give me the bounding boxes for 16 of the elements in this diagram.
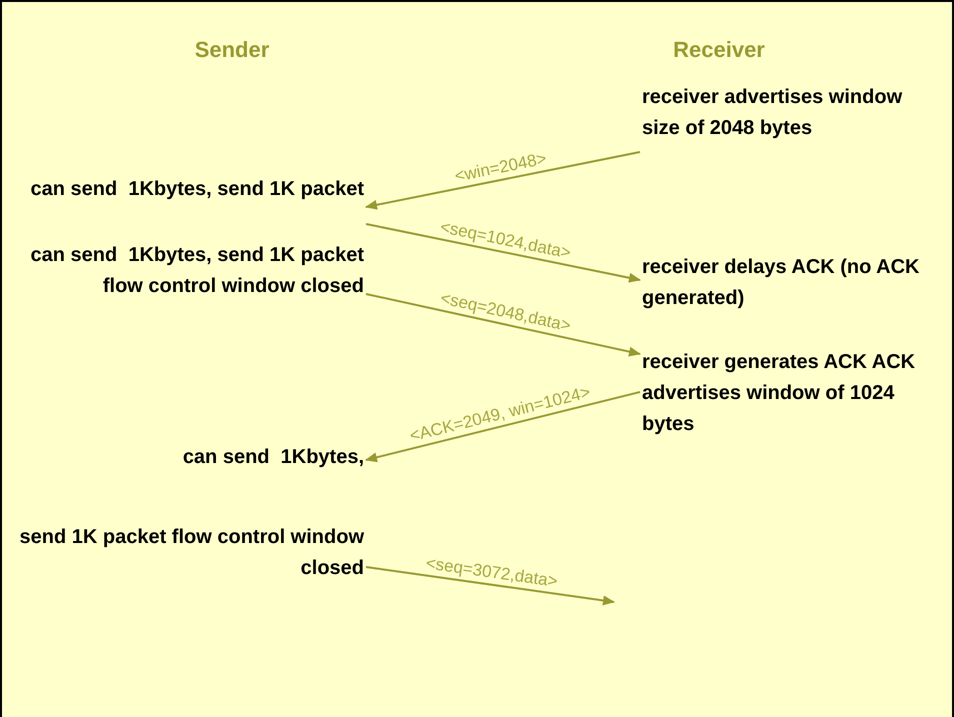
edge-label: <win=2048> <box>453 148 548 186</box>
message-arrow <box>366 293 641 357</box>
event-note: receiver advertises window size of 2048 bytes <box>642 82 942 144</box>
event-note: send 1K packet flow control window closed <box>12 522 364 584</box>
message-arrow <box>366 223 641 283</box>
lifeline-heading: Sender <box>194 37 270 63</box>
event-note: receiver generates ACK ACK advertises window of 1024 bytes <box>642 347 947 440</box>
lifeline-heading: Receiver <box>672 37 766 63</box>
message-arrow <box>365 151 640 210</box>
message-arrow <box>365 391 640 462</box>
message-arrow <box>366 566 615 606</box>
event-note: can send 1Kbytes, send 1K packet <box>12 174 364 205</box>
event-note: can send 1Kbytes, <box>12 442 364 473</box>
edge-label: <seq=3072,data> <box>424 553 559 591</box>
event-note: receiver delays ACK (no ACK generated) <box>642 252 942 314</box>
event-note: can send 1Kbytes, send 1K packet flow control window closed <box>12 240 364 302</box>
